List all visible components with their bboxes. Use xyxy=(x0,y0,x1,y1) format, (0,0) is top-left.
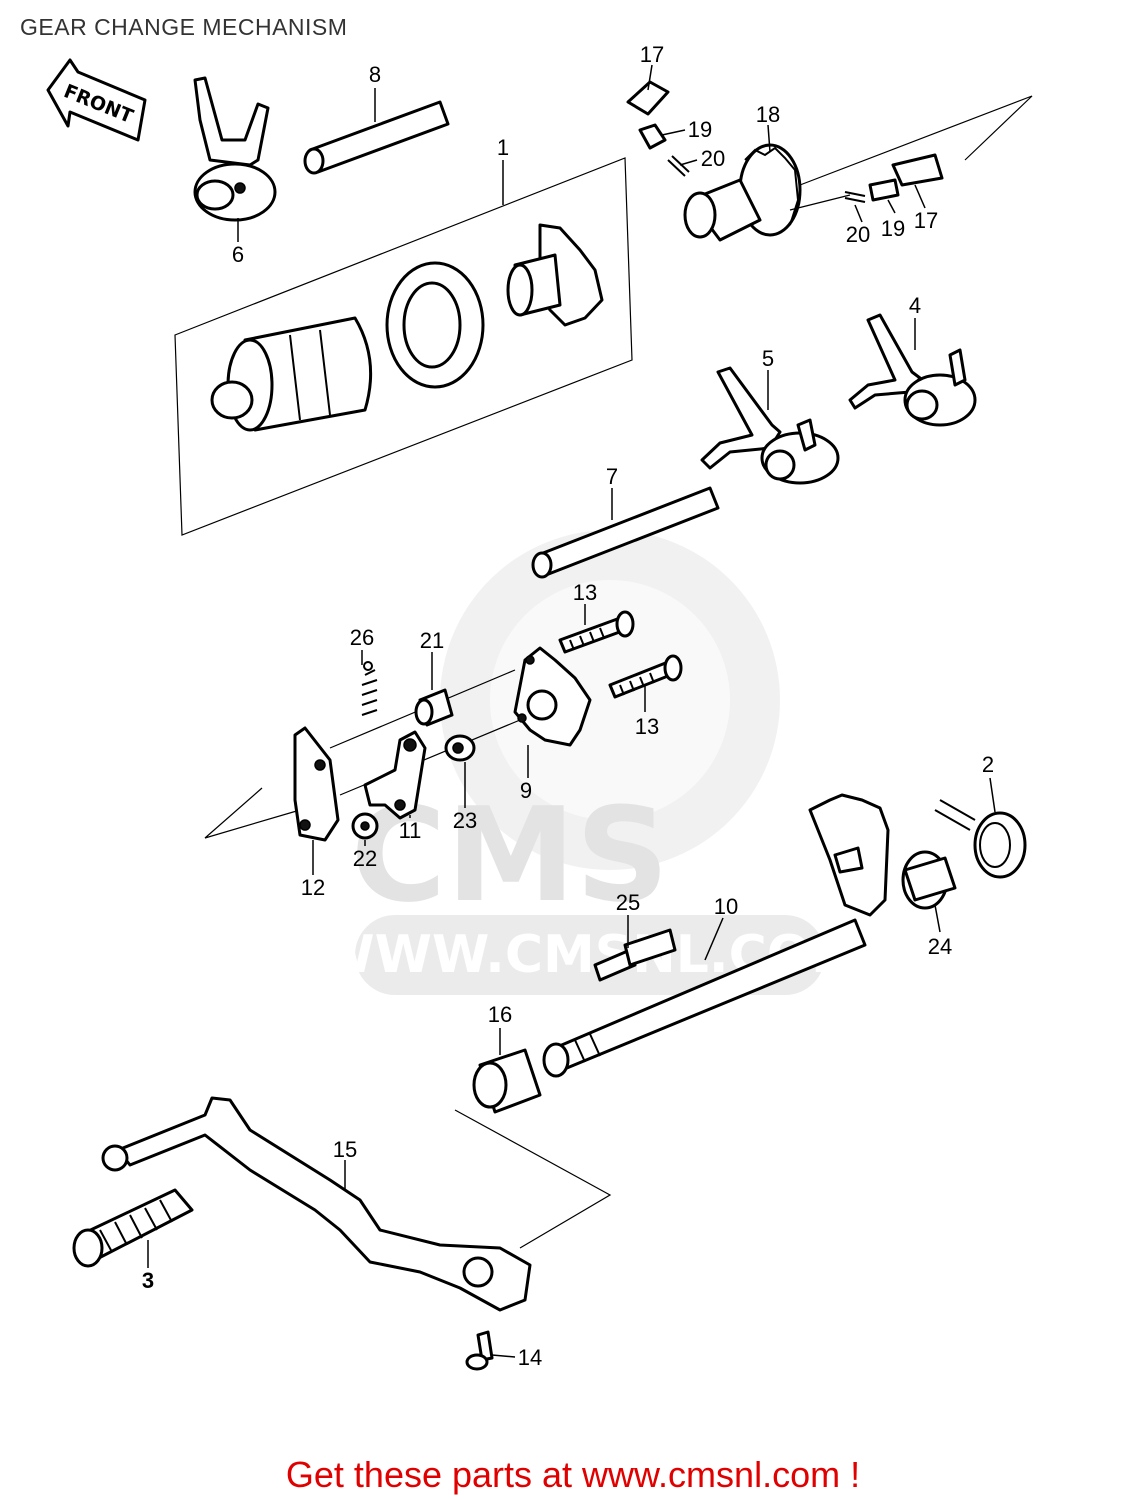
callout-16: 16 xyxy=(488,1002,512,1027)
leader-lines xyxy=(147,64,996,1358)
part-26-spring xyxy=(361,661,378,716)
part-17-pin-left xyxy=(626,80,670,116)
footer-parts-link[interactable]: Get these parts at www.cmsnl.com ! xyxy=(285,1454,861,1495)
part-4-shift-fork xyxy=(848,313,977,427)
callout-26: 26 xyxy=(350,625,374,650)
callout-11: 11 xyxy=(399,818,422,843)
part-13-bolt-upper xyxy=(558,610,635,654)
part-1-bearing xyxy=(385,261,485,389)
callout-19-right: 19 xyxy=(881,216,905,241)
callout-13-upper: 13 xyxy=(573,580,597,605)
part-19-detent-pin-right xyxy=(868,178,900,202)
callout-7: 7 xyxy=(606,464,618,489)
callout-8: 8 xyxy=(369,62,381,87)
part-25-bolt xyxy=(593,928,677,982)
pedal-assembly-guide xyxy=(454,1109,612,1249)
part-8-shaft xyxy=(303,100,450,175)
part-19-detent-pin-left xyxy=(638,123,667,150)
part-20-spring-right xyxy=(844,191,866,203)
part-14-bolt xyxy=(465,1330,494,1371)
callout-labels: 8 1 6 17 19 20 18 20 19 17 4 5 7 13 13 2… xyxy=(142,42,994,1370)
part-22-washer xyxy=(351,812,379,840)
callout-22: 22 xyxy=(353,846,377,871)
part-21-collar xyxy=(414,688,454,727)
part-2-return-spring xyxy=(934,799,1027,879)
part-13-bolt-lower xyxy=(608,654,683,699)
callout-17-left: 17 xyxy=(640,42,664,67)
callout-12: 12 xyxy=(301,875,325,900)
callout-18: 18 xyxy=(756,102,780,127)
part-12-shift-arm xyxy=(293,726,340,842)
part-9-linkage-plate xyxy=(513,646,592,747)
callout-9: 9 xyxy=(520,778,532,803)
callout-23: 23 xyxy=(453,808,477,833)
callout-4: 4 xyxy=(909,293,921,318)
callout-25: 25 xyxy=(616,890,640,915)
part-11-linkage-plate xyxy=(363,730,427,820)
callout-19-left: 19 xyxy=(688,117,712,142)
callout-10: 10 xyxy=(714,894,738,919)
callout-20-right: 20 xyxy=(846,222,870,247)
part-20-spring-left xyxy=(667,155,690,177)
part-23-collar xyxy=(444,734,476,762)
callout-20-left: 20 xyxy=(701,146,725,171)
callout-15: 15 xyxy=(333,1137,357,1162)
callout-2: 2 xyxy=(982,752,994,777)
part-1-drum-cam xyxy=(506,223,604,327)
part-16-oil-seal xyxy=(472,1048,542,1114)
part-7-shaft xyxy=(531,486,720,579)
callout-6: 6 xyxy=(232,242,244,267)
front-direction-arrow: FRONT xyxy=(46,58,147,142)
callout-14: 14 xyxy=(518,1345,542,1370)
callout-24: 24 xyxy=(928,934,952,959)
callout-3: 3 xyxy=(142,1268,154,1293)
part-10-shift-shaft xyxy=(542,793,890,1078)
part-15-shift-pedal xyxy=(101,1096,532,1312)
part-3-pedal-rubber xyxy=(72,1188,194,1268)
part-24-collar xyxy=(901,850,957,910)
callout-21: 21 xyxy=(420,628,444,653)
callout-13-lower: 13 xyxy=(635,714,659,739)
part-17-pin-right xyxy=(891,153,944,187)
detent-assembly-guide xyxy=(789,95,1033,211)
diagram-title: GEAR CHANGE MECHANISM xyxy=(20,14,348,40)
part-1-assembly-outline xyxy=(174,157,633,536)
callout-1: 1 xyxy=(497,135,509,160)
callout-5: 5 xyxy=(762,346,774,371)
part-18-shift-drum-pin-plate xyxy=(683,143,802,242)
part-6-shift-fork xyxy=(193,76,277,222)
part-1-shift-drum xyxy=(210,316,373,432)
part-5-shift-fork xyxy=(700,366,840,485)
callout-17-right: 17 xyxy=(914,208,938,233)
